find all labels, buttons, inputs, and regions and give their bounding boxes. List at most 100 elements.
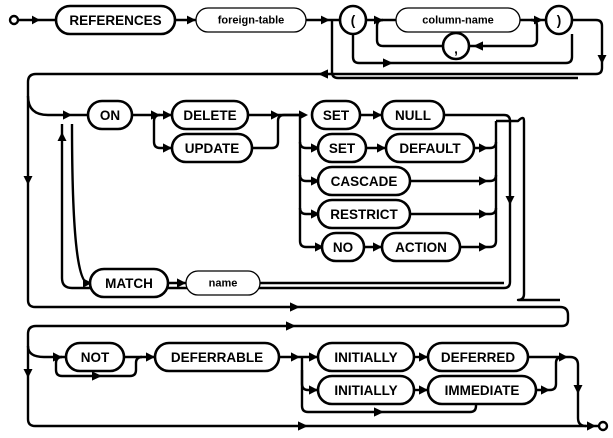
node-null: NULL	[380, 99, 446, 131]
arrow-head	[597, 55, 607, 64]
rail-fanout-initially-imm	[300, 357, 318, 392]
rail-enter-not-row	[26, 345, 66, 359]
node-default-label: DEFAULT	[399, 141, 461, 156]
arrow-head	[92, 371, 102, 381]
node-name-label: name	[209, 278, 238, 290]
node-no-label: NO	[333, 240, 353, 255]
node-restrict-label: RESTRICT	[330, 207, 398, 222]
rail-default-merge	[474, 121, 498, 150]
arrow-head	[309, 352, 318, 362]
node-cascade: CASCADE	[316, 165, 412, 197]
node-set-null-set: SET	[310, 99, 362, 131]
node-update-label: UPDATE	[185, 141, 240, 156]
node-delete: DELETE	[170, 99, 250, 131]
arrow-head	[298, 421, 308, 431]
arrow-head	[146, 352, 155, 362]
arrow-head	[187, 15, 196, 25]
node-initially-immediate: INITIALLY	[316, 374, 416, 406]
node-update: UPDATE	[170, 132, 254, 164]
arrow-head	[479, 242, 488, 252]
rail-section2-exit	[496, 116, 560, 302]
rail-comma-loop-left	[375, 18, 443, 48]
node-on-label: ON	[100, 108, 120, 123]
rail-paren-group-bypass	[330, 20, 578, 80]
node-on: ON	[86, 99, 134, 131]
rail-section3-full-bypass	[26, 346, 586, 428]
node-set-null-set-label: SET	[323, 108, 350, 123]
node-action: ACTION	[380, 231, 462, 263]
arrow-head	[311, 143, 320, 153]
arrow-head	[541, 385, 550, 395]
node-initially-deferred: INITIALLY	[316, 341, 416, 373]
arrow-head	[83, 278, 92, 288]
node-initially-deferred-label: INITIALLY	[334, 350, 397, 365]
node-delete-label: DELETE	[183, 108, 236, 123]
arrow-head	[419, 385, 428, 395]
arrow-head	[479, 176, 488, 186]
node-restrict: RESTRICT	[316, 198, 412, 230]
node-deferrable-label: DEFERRABLE	[171, 350, 263, 365]
node-match: MATCH	[88, 267, 170, 299]
arrow-head	[311, 176, 320, 186]
arrow-head	[374, 407, 384, 417]
rail-fanout-cascade	[298, 174, 318, 183]
node-rparen: )	[544, 4, 574, 36]
rail-branch-to-update	[152, 113, 172, 150]
arrow-head	[587, 421, 596, 431]
arrow-head	[177, 278, 186, 288]
rail-enter-match-row	[70, 123, 89, 285]
node-match-label: MATCH	[105, 276, 153, 291]
rail-immediate-merge	[536, 355, 563, 392]
arrow-head	[373, 110, 382, 120]
arrow-head	[559, 352, 568, 362]
rail-action-merge	[460, 208, 498, 249]
node-column-name-label: column-name	[422, 15, 494, 27]
arrow-head	[419, 352, 428, 362]
rail-comma-loop-right	[470, 18, 539, 48]
arrow-head	[377, 143, 386, 153]
rail-fanout-setdefault	[298, 141, 318, 150]
node-not: NOT	[64, 341, 126, 373]
end-circle-icon	[597, 420, 609, 432]
arrow-head	[373, 242, 382, 252]
node-not-label: NOT	[81, 350, 110, 365]
arrow-head	[311, 209, 320, 219]
rail-enter-on-row	[26, 95, 88, 117]
node-references-label: REFERENCES	[69, 13, 161, 28]
node-immediate-label: IMMEDIATE	[445, 383, 520, 398]
rail-initially-group-bypass	[300, 370, 478, 414]
node-lparen: (	[338, 4, 368, 36]
node-immediate: IMMEDIATE	[426, 374, 538, 406]
arrow-head	[479, 209, 488, 219]
arrow-head	[505, 196, 515, 205]
node-references: REFERENCES	[54, 4, 177, 36]
node-comma-label: ,	[454, 42, 458, 57]
node-null-label: NULL	[395, 108, 431, 123]
node-foreign-table: foreign-table	[195, 7, 307, 33]
arrow-head	[318, 69, 328, 79]
arrow-head	[32, 15, 40, 25]
rail-update-merge	[252, 113, 300, 150]
node-deferred-label: DEFERRED	[441, 350, 516, 365]
node-action-label: ACTION	[395, 240, 447, 255]
node-cascade-label: CASCADE	[331, 174, 398, 189]
arrow-head	[63, 110, 72, 120]
arrow-head	[479, 143, 488, 153]
node-column-name: column-name	[395, 7, 521, 33]
node-initially-immediate-label: INITIALLY	[334, 383, 397, 398]
node-name: name	[185, 270, 261, 296]
arrow-head	[163, 110, 172, 120]
arrow-head-left	[286, 321, 296, 331]
arrow-head	[271, 110, 280, 120]
arrow-head	[315, 242, 324, 252]
arrow-head	[299, 110, 308, 120]
arrow-head	[383, 58, 393, 68]
arrow-head	[573, 385, 583, 394]
rail-section2-to-section3	[26, 305, 570, 346]
arrow-head	[23, 369, 33, 378]
rail-section2-full-bypass	[26, 96, 560, 309]
rail-section1-to-section2	[572, 18, 604, 76]
node-set-default-set-label: SET	[329, 141, 356, 156]
node-comma-box	[441, 31, 471, 61]
